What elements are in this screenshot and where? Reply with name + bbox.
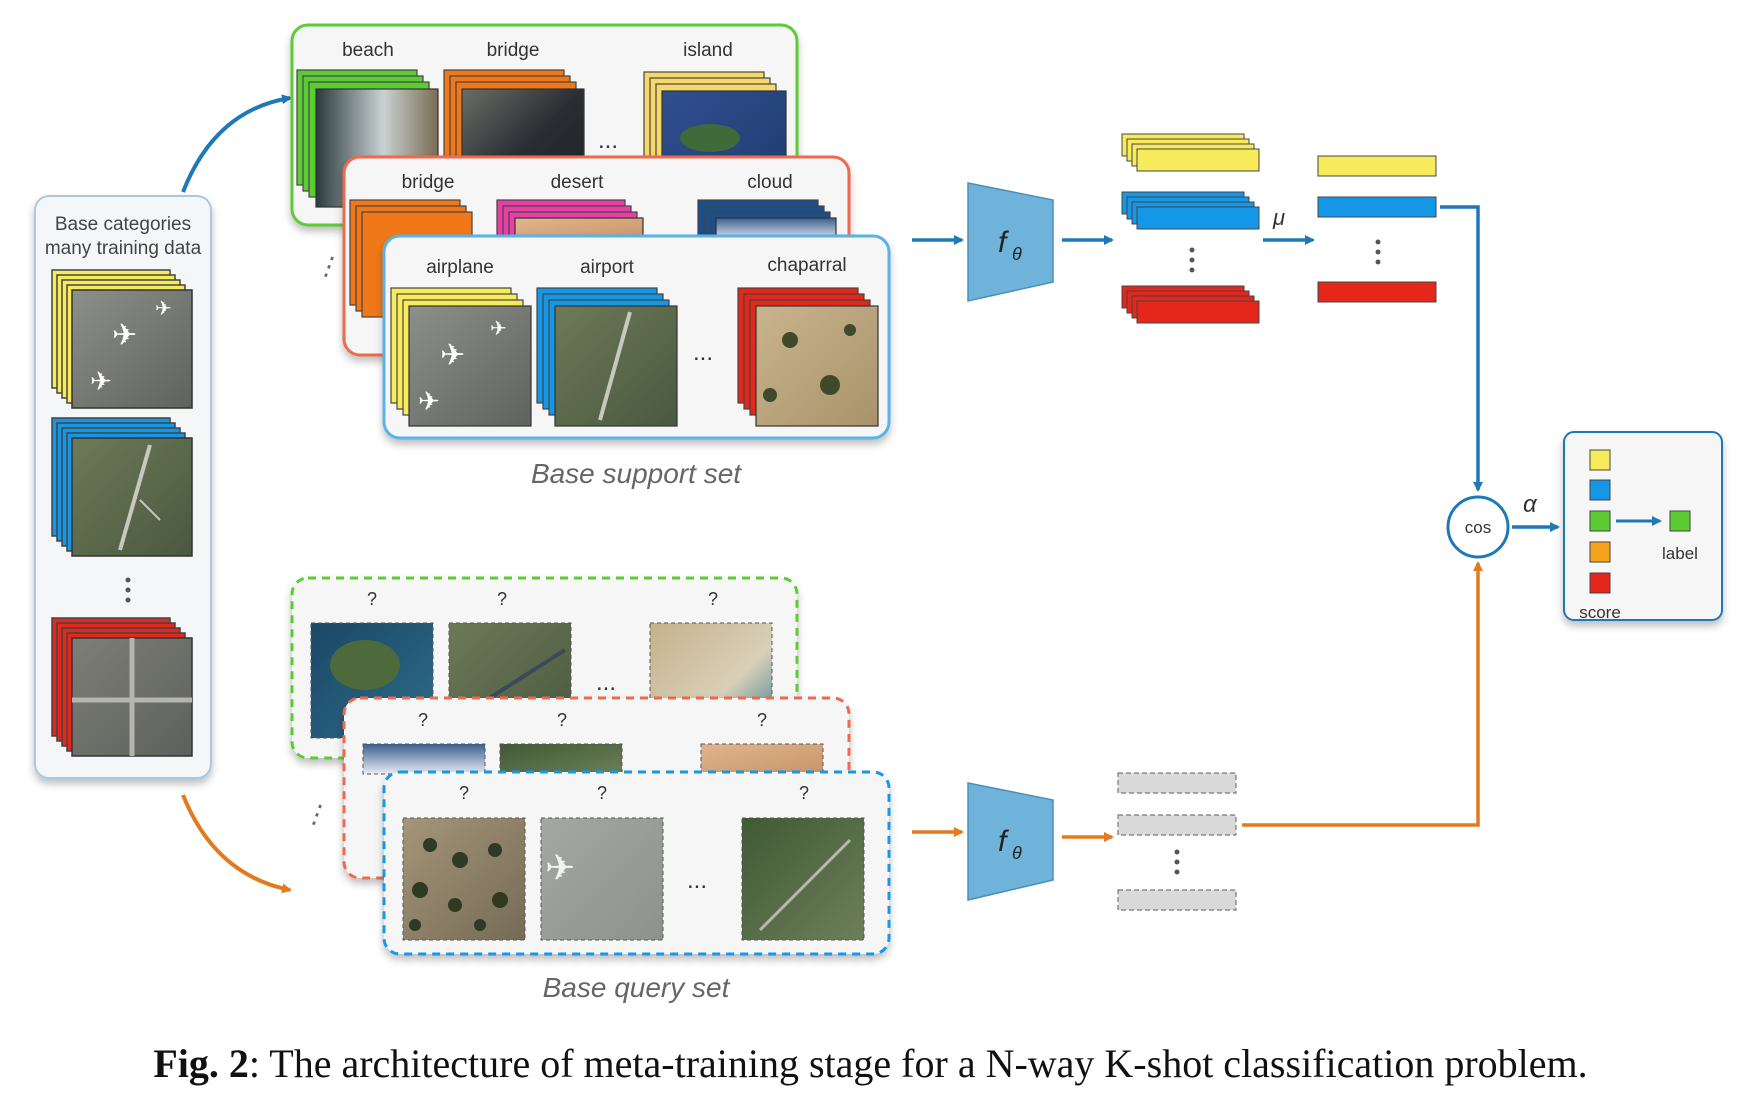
support-ellipsis-blue: ... bbox=[693, 339, 713, 366]
encoder-f-label: f bbox=[998, 825, 1009, 858]
svg-text:✈: ✈ bbox=[490, 318, 507, 340]
support-label-chaparral: chaparral bbox=[767, 255, 846, 276]
support-encoder: f θ bbox=[967, 182, 1054, 302]
support-label-airport: airport bbox=[580, 257, 635, 278]
support-label-cloud: cloud bbox=[747, 172, 792, 193]
query-set-caption: Base query set bbox=[543, 972, 731, 1003]
support-label-desert: desert bbox=[551, 172, 605, 193]
svg-text:✈: ✈ bbox=[155, 298, 172, 320]
panel-title-line1: Base categories bbox=[55, 214, 191, 235]
svg-text:✈: ✈ bbox=[90, 366, 112, 396]
support-label-bridge-2: bridge bbox=[402, 172, 455, 193]
query-qmark: ? bbox=[367, 589, 377, 609]
support-set: beach bridge island ... ⋮ bridge bbox=[290, 23, 891, 489]
yellow-category-stack: ✈ ✈ ✈ bbox=[51, 269, 193, 409]
query-branch-arrow bbox=[181, 794, 292, 894]
query-qmark: ? bbox=[799, 783, 809, 803]
alpha-label: α bbox=[1523, 491, 1538, 518]
support-ellipsis-green: ... bbox=[598, 127, 618, 154]
svg-text:✈: ✈ bbox=[112, 319, 137, 352]
svg-text:⋮: ⋮ bbox=[312, 247, 347, 284]
svg-text:✈: ✈ bbox=[418, 386, 440, 416]
query-qmark: ? bbox=[418, 710, 428, 730]
caption-fig-number: Fig. 2 bbox=[153, 1041, 249, 1086]
mu-label: μ bbox=[1272, 205, 1285, 230]
predicted-label bbox=[1669, 510, 1691, 532]
query-to-cos-arrow bbox=[1242, 561, 1483, 827]
support-feature-stacks bbox=[1121, 133, 1260, 324]
encoder-f-label: f bbox=[998, 226, 1009, 259]
label-text: label bbox=[1662, 544, 1698, 563]
query-qmark: ? bbox=[597, 783, 607, 803]
query-qmark: ? bbox=[757, 710, 767, 730]
red-category-stack bbox=[51, 617, 193, 757]
figure-caption: Fig. 2: The architecture of meta-trainin… bbox=[0, 1040, 1741, 1087]
airport-thumbnail bbox=[71, 437, 193, 557]
score-red bbox=[1589, 572, 1611, 594]
panel-title-line2: many training data bbox=[45, 238, 202, 259]
support-set-caption: Base support set bbox=[531, 458, 742, 489]
svg-text:✈: ✈ bbox=[545, 847, 575, 888]
prototype-vectors bbox=[1317, 155, 1437, 303]
caption-text: : The architecture of meta-training stag… bbox=[248, 1041, 1588, 1086]
score-orange bbox=[1589, 541, 1611, 563]
support-label-island: island bbox=[683, 40, 733, 61]
base-categories-panel: Base categories many training data ✈ ✈ ✈ bbox=[34, 195, 212, 779]
query-ellipsis-blue: ... bbox=[687, 867, 707, 894]
support-label-beach: beach bbox=[342, 40, 394, 61]
encoder-theta-label: θ bbox=[1012, 843, 1022, 863]
score-yellow bbox=[1589, 449, 1611, 471]
vertical-ellipsis bbox=[125, 577, 131, 603]
query-qmark: ? bbox=[459, 783, 469, 803]
support-label-airplane: airplane bbox=[426, 257, 494, 278]
query-qmark: ? bbox=[557, 710, 567, 730]
score-blue bbox=[1589, 479, 1611, 501]
support-card-blue: airplane airport chaparral ✈ ✈ ✈ ... bbox=[382, 234, 891, 440]
query-encoder: f θ bbox=[967, 782, 1054, 901]
airplane-thumbnail bbox=[71, 289, 193, 409]
svg-text:⋮: ⋮ bbox=[300, 795, 335, 832]
query-feature-vectors bbox=[1117, 772, 1237, 911]
blue-category-stack bbox=[51, 417, 193, 557]
svg-text:✈: ✈ bbox=[440, 339, 465, 372]
query-qmark: ? bbox=[708, 589, 718, 609]
encoder-theta-label: θ bbox=[1012, 244, 1022, 264]
query-set: ? ? ? ... ⋮ ? ? ? ? ? ? bbox=[290, 576, 891, 1003]
support-branch-arrow bbox=[181, 94, 292, 193]
prototype-to-cos-arrow bbox=[1440, 205, 1483, 492]
support-label-bridge: bridge bbox=[487, 40, 540, 61]
score-green bbox=[1589, 510, 1611, 532]
score-panel: label score bbox=[1563, 431, 1723, 622]
score-text: score bbox=[1579, 603, 1621, 622]
cos-node: cos bbox=[1446, 495, 1510, 559]
query-qmark: ? bbox=[497, 589, 507, 609]
query-ellipsis-green: ... bbox=[596, 669, 616, 696]
query-card-blue: ? ? ? ✈ ... bbox=[382, 770, 891, 956]
cos-label: cos bbox=[1465, 518, 1491, 537]
